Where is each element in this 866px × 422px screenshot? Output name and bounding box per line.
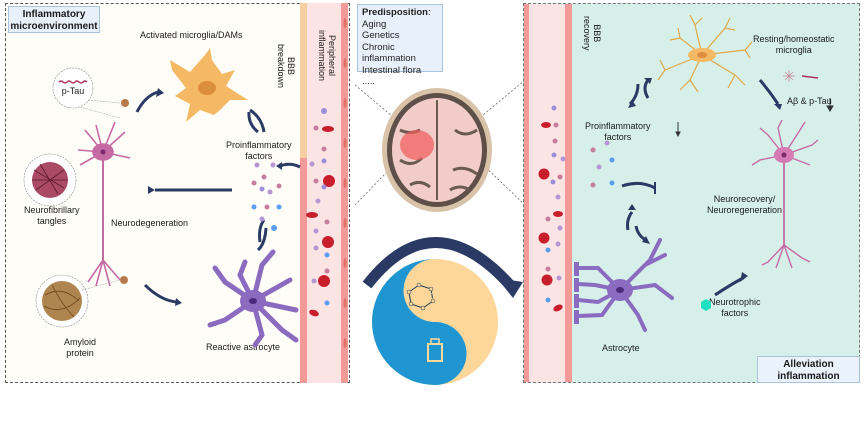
resting-microglia-label: Resting/homeostatic microglia [753, 34, 835, 56]
resting-line2: microglia [775, 45, 812, 55]
right-proinflammatory-line1: Proinflammatory [585, 121, 651, 131]
proinflammatory-factors-label-right: Proinflammatory factors [585, 121, 651, 143]
predisposition-item: Aging [362, 18, 387, 30]
alleviation-inflammation-panel [523, 3, 860, 383]
predisposition-item: Intestinal flora [362, 64, 422, 76]
left-blood-vessel [300, 3, 348, 383]
degenerating-neuron-icon [77, 121, 131, 287]
astrocyte-label: Astrocyte [602, 343, 640, 353]
neurotrophic-factors-label: Neurotrophic factors [709, 297, 761, 319]
nft-line1: Neurofibrillary [24, 205, 80, 215]
reactive-astrocyte-label: Reactive astrocyte [206, 342, 281, 352]
abeta-ptau-debris-icon [783, 70, 819, 82]
blood-cells-right [538, 105, 566, 312]
proinflammatory-line2: factors [245, 151, 273, 161]
amyloid-line2: protein [66, 348, 94, 358]
proinflammatory-line1: Proinflammatory [226, 140, 292, 150]
nano-label: NANO [411, 292, 437, 301]
transition-arrow [362, 237, 523, 298]
right-panel-title: Alleviation inflammation [757, 356, 860, 383]
yin-yang-icon [372, 259, 498, 385]
left-title-line1: Inflammatory [22, 9, 86, 20]
blood-cells-left [306, 108, 335, 317]
resting-line1: Resting/homeostatic [753, 34, 835, 44]
neurofibrillary-tangles-inset [23, 153, 77, 207]
neurotrophic-factor-icon [701, 299, 711, 311]
predisposition-heading: Predisposition: [362, 7, 431, 18]
arrows-left [135, 90, 301, 304]
neurorecovery-line2: Neuroregeneration [707, 205, 783, 215]
reactive-astrocyte-icon [207, 249, 299, 348]
neurorecovery-label: Neurorecovery/ Neuroregeneration [707, 194, 782, 216]
predisposition-item: Genetics [362, 30, 400, 41]
abeta-ptau-label: Aβ & p-Tau [787, 96, 832, 106]
left-title-line2: microenvironment [10, 21, 98, 32]
proinflammatory-dots-right [590, 140, 615, 188]
astrocyte-icon [576, 238, 674, 332]
right-panel-illustration [574, 14, 834, 332]
neurotrophic-line2: factors [721, 308, 749, 318]
proinflammatory-dots-left [251, 162, 282, 231]
center-illustration [354, 79, 526, 385]
brain-section-icon [382, 88, 492, 212]
left-panel-title: Inflammatory microenvironment [8, 6, 100, 33]
predisposition-item: ..... [362, 76, 376, 87]
neurotrophic-line1: Neurotrophic [709, 297, 761, 307]
proinflammatory-factors-label-left: Proinflammatory factors [226, 140, 292, 162]
neurorecovery-line1: Neurorecovery/ [713, 194, 776, 204]
right-proinflammatory-line2: factors [604, 132, 632, 142]
right-title-line1: Alleviation [783, 359, 834, 370]
amyloid-protein-label: Amyloid protein [64, 337, 96, 359]
predisposition-item: Chronic inflammation [362, 41, 416, 65]
predisposition-box: Predisposition: Aging Genetics Chronic i… [357, 4, 443, 87]
p-tau-inset [52, 67, 129, 119]
amyloid-line1: Amyloid [64, 337, 97, 347]
resting-microglia-icon [657, 14, 753, 93]
nft-line2: tangles [37, 216, 67, 226]
neurofibrillary-tangles-label: Neurofibrillary tangles [24, 205, 80, 227]
activated-microglia-icon [170, 48, 248, 122]
p-tau-text: p-Tau [62, 86, 85, 96]
left-panel-illustration: p-Tau [23, 48, 301, 348]
amyloid-protein-inset [35, 274, 128, 328]
neurodegeneration-label: Neurodegeneration [111, 218, 189, 228]
right-title-line2: inflammation [777, 371, 840, 382]
right-blood-vessel [524, 4, 572, 382]
activated-microglia-label: Activated microglia/DAMs [140, 30, 243, 40]
recovered-neuron-icon [751, 119, 819, 269]
